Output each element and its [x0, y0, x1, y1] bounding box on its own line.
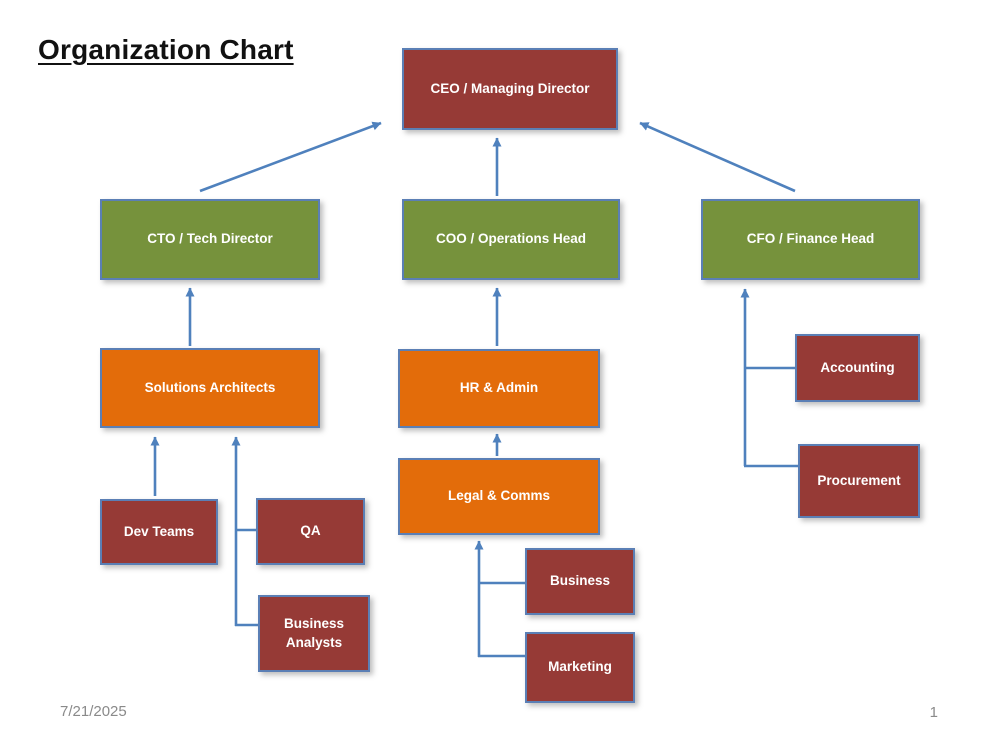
- arrow-cto-to-ceo: [199, 121, 382, 193]
- org-node-ceo[interactable]: CEO / Managing Director: [402, 48, 618, 130]
- org-node-legal-comms[interactable]: Legal & Comms: [398, 458, 600, 535]
- org-node-cto[interactable]: CTO / Tech Director: [100, 199, 320, 280]
- org-node-accounting[interactable]: Accounting: [795, 334, 920, 402]
- org-node-qa[interactable]: QA: [256, 498, 365, 565]
- org-node-solutions-architects[interactable]: Solutions Architects: [100, 348, 320, 428]
- org-node-business-analysts[interactable]: Business Analysts: [258, 595, 370, 672]
- org-node-marketing[interactable]: Marketing: [525, 632, 635, 703]
- org-node-business[interactable]: Business: [525, 548, 635, 615]
- slide-date: 7/21/2025: [60, 703, 127, 720]
- arrow-cfo-to-ceo: [639, 121, 796, 193]
- org-node-coo[interactable]: COO / Operations Head: [402, 199, 620, 280]
- org-node-cfo[interactable]: CFO / Finance Head: [701, 199, 920, 280]
- org-node-procurement[interactable]: Procurement: [798, 444, 920, 518]
- org-node-hr-admin[interactable]: HR & Admin: [398, 349, 600, 428]
- page-title: Organization Chart: [38, 34, 294, 65]
- slide-page-number: 1: [929, 704, 938, 721]
- org-node-dev-teams[interactable]: Dev Teams: [100, 499, 218, 565]
